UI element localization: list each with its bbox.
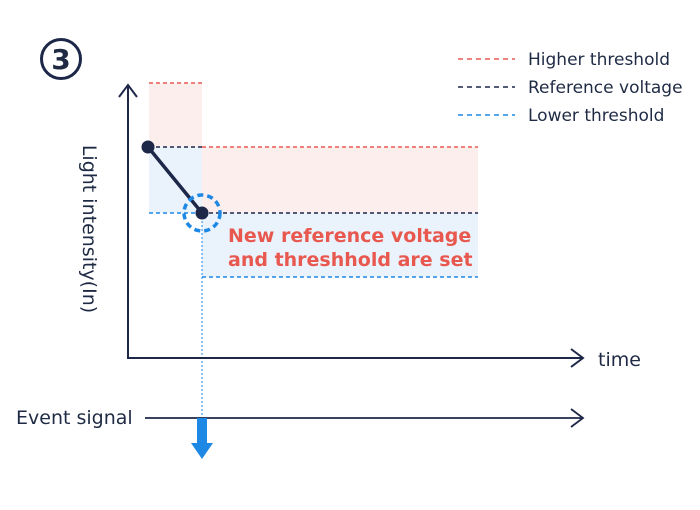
x-axis-arrowhead: [570, 348, 585, 368]
annotation-line-1: New reference voltage: [228, 225, 471, 247]
y-axis-label: Light intensity(In): [78, 145, 100, 313]
signal-start-point: [141, 140, 155, 154]
event-pulse-arrow: [191, 418, 213, 459]
highlight-ring: [182, 193, 222, 233]
step-badge: 3: [40, 38, 82, 80]
legend-lower-label: Lower threshold: [528, 106, 664, 126]
event-signal-label: Event signal: [16, 407, 133, 429]
old-upper-band: [149, 83, 202, 147]
x-axis-label: time: [598, 349, 641, 371]
step-number: 3: [51, 43, 70, 76]
signal-end-point: [195, 206, 209, 220]
annotation-line-2: and threshhold are set: [228, 249, 473, 271]
legend: Higher threshold Reference voltage Lower…: [458, 50, 683, 126]
axes: [118, 83, 585, 368]
threshold-bands: [149, 83, 478, 277]
threshold-lines: [149, 82, 478, 278]
step-circle: [40, 38, 82, 80]
legend-reference-label: Reference voltage: [528, 78, 683, 98]
event-pulse-head: [191, 443, 213, 459]
new-upper-band: [202, 147, 478, 213]
event-axis-arrowhead: [570, 408, 585, 428]
y-axis-arrowhead: [118, 83, 138, 98]
signal: [141, 140, 222, 233]
event-pulse-shaft: [197, 418, 207, 444]
legend-higher-label: Higher threshold: [528, 50, 670, 70]
signal-line: [146, 145, 204, 215]
new-lower-band: [202, 213, 478, 277]
